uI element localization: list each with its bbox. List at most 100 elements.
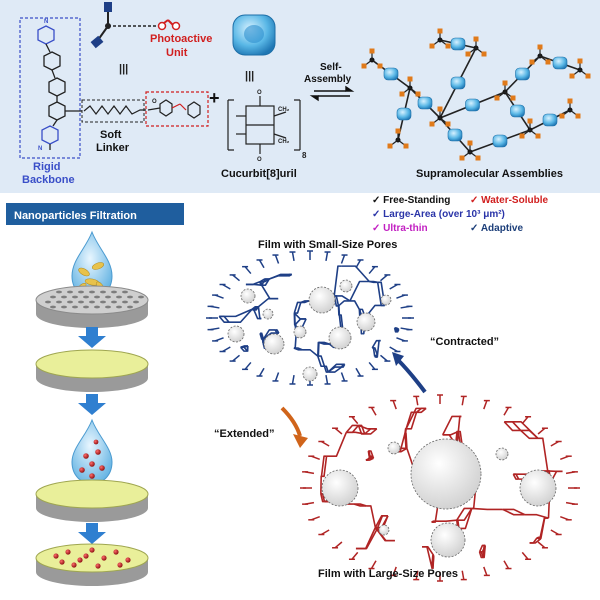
film-strand (326, 432, 348, 457)
film-strand (374, 527, 377, 531)
film-branch-tip (415, 570, 419, 580)
film-strand (341, 265, 370, 283)
film-branch-tip (368, 361, 376, 370)
film-strand (300, 300, 309, 304)
rigid-backbone-box (19, 17, 81, 159)
rigid-backbone-structure (37, 25, 82, 150)
cb8-bead (450, 37, 466, 51)
film-strand (287, 273, 293, 277)
film-branch-tip (370, 407, 377, 416)
film-strand (349, 300, 361, 310)
assembly-terminal (369, 48, 375, 54)
assembly-terminal (473, 36, 479, 42)
assembly-terminal (577, 58, 583, 64)
assembly-terminal (585, 73, 591, 79)
assembly-terminal (445, 121, 451, 127)
pore-hole (45, 300, 51, 304)
pore-hole (116, 295, 122, 299)
pore-hole (122, 300, 128, 304)
film-strand (458, 508, 473, 530)
film-branch-tip (244, 266, 252, 275)
pore-hole (122, 290, 128, 294)
pore-hole (127, 295, 133, 299)
feature-free-standing: ✓ Free-Standing (372, 195, 450, 206)
assembly-terminal (475, 155, 481, 161)
cb8-bead (515, 67, 530, 81)
film-pore (519, 469, 557, 507)
pore-hole (105, 305, 111, 309)
film-strand (257, 297, 279, 308)
film-branch-tip (503, 407, 510, 416)
film-strand (260, 278, 270, 286)
film-branch-tip (351, 416, 359, 425)
film-strand (529, 538, 542, 544)
film-pore (293, 325, 307, 339)
check-icon: ✓ (372, 209, 380, 220)
film-strand (478, 551, 484, 559)
film-strand (293, 312, 296, 325)
cb8-cavity (244, 25, 264, 43)
assembly-terminal (437, 28, 443, 34)
film-strand (376, 339, 381, 356)
film-strand (293, 312, 307, 320)
equiv-sign-cb8: ||| (245, 70, 254, 82)
pore-hole (111, 290, 117, 294)
feature-text: Water-Soluble (481, 195, 548, 206)
cb8-bead (465, 98, 480, 112)
film-branch-tip (355, 259, 362, 269)
check-icon: ✓ (470, 195, 478, 206)
process-arrow-2 (78, 394, 106, 415)
dish-pores (45, 290, 144, 309)
film-strand (321, 456, 328, 478)
contracted-arrow (396, 358, 427, 394)
rigid-label-line2: Backbone (22, 174, 75, 186)
film-strand (337, 305, 340, 316)
film-branch-tip (232, 274, 241, 282)
assembly-terminal (519, 133, 525, 139)
film-strand (334, 295, 351, 302)
pore-hole (111, 300, 117, 304)
film-strand (302, 349, 319, 357)
film-strand (219, 308, 253, 318)
film-strand (416, 407, 427, 414)
soft-linker-label-line1: Soft (100, 129, 122, 141)
film-strand (327, 363, 345, 373)
assembly-terminal (361, 63, 367, 69)
assembly-terminal (510, 95, 516, 101)
film-strand (422, 546, 433, 568)
photoactive-label-line2: Unit (166, 47, 188, 59)
film-strand (228, 308, 253, 323)
film-strand (369, 280, 378, 284)
film-strand (333, 265, 342, 297)
film-branch-tip (325, 251, 329, 262)
cb8-bead (510, 104, 525, 118)
photoactive-unit-box (145, 91, 209, 127)
film-branch-tip (461, 396, 465, 406)
film-branch-tip (334, 427, 343, 435)
cb8-bead (450, 76, 466, 90)
film-strand (394, 327, 399, 331)
film-pore (308, 286, 336, 314)
film-pore (240, 288, 256, 304)
film-strand (260, 284, 279, 300)
pore-hole (56, 300, 62, 304)
check-icon: ✓ (470, 223, 478, 234)
film-strand (318, 341, 330, 345)
cb8-bead (417, 96, 433, 110)
film-strand (454, 430, 459, 445)
film-branch-tip (244, 361, 252, 370)
film-strand (252, 306, 259, 311)
cb8-bead (396, 107, 412, 121)
pore-hole (133, 300, 139, 304)
film-strand (374, 527, 395, 542)
small-pore-film-network (206, 250, 414, 386)
film-strand (320, 455, 327, 477)
pore-hole (100, 290, 106, 294)
pore-hole (89, 290, 95, 294)
film-strand (376, 515, 388, 530)
film-strand (345, 424, 359, 433)
film-strand (317, 355, 325, 368)
film-strand (365, 457, 374, 461)
assembly-terminal (481, 51, 487, 57)
